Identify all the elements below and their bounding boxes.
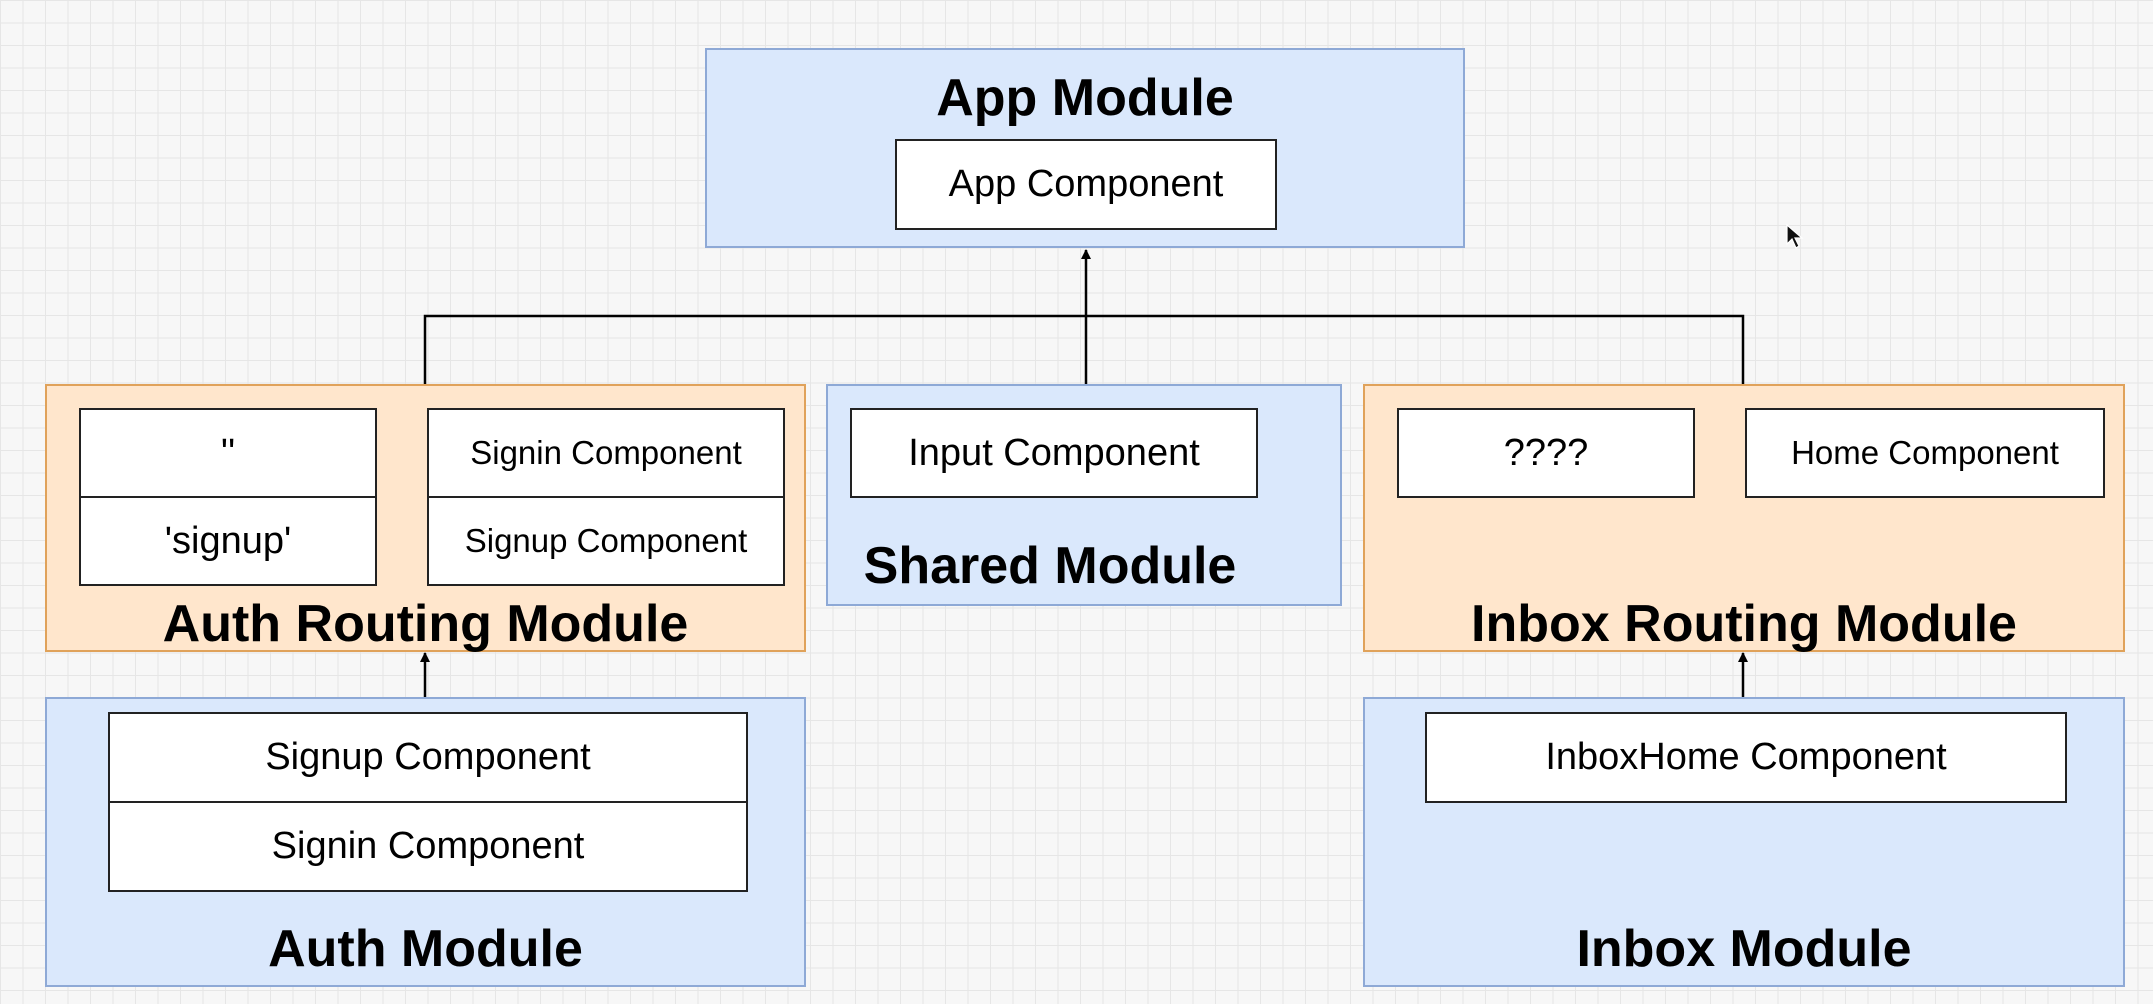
shared-module-title: Shared Module: [863, 537, 1237, 595]
route-path-signup: 'signup': [79, 496, 377, 586]
auth-routing-module: '' 'signup' Signin Component Signup Comp…: [45, 384, 806, 653]
inbox-routing-module: ???? Home Component Inbox Routing Module: [1363, 384, 2125, 653]
route-signin-component: Signin Component: [427, 408, 785, 498]
auth-signup-component: Signup Component: [108, 712, 748, 803]
auth-routing-module-title: Auth Routing Module: [162, 595, 689, 653]
route-signup-component: Signup Component: [427, 496, 785, 586]
inbox-routing-module-title: Inbox Routing Module: [1471, 595, 2017, 653]
auth-module-title: Auth Module: [268, 920, 583, 978]
inbox-module: InboxHome Component Inbox Module: [1363, 697, 2125, 987]
route-home-component: Home Component: [1745, 408, 2105, 498]
auth-module: Signup Component Signin Component Auth M…: [45, 697, 806, 987]
route-path-root: '': [79, 408, 377, 498]
app-module-title: App Module: [936, 69, 1234, 127]
shared-module: Input Component Shared Module: [826, 384, 1342, 606]
connector-auth-routing-to-app: [423, 314, 1086, 384]
app-module: App Module App Component: [705, 48, 1465, 248]
connector-inbox-routing-to-app: [1086, 314, 1745, 384]
auth-signin-component: Signin Component: [108, 801, 748, 892]
inbox-module-title: Inbox Module: [1576, 920, 1912, 978]
app-component: App Component: [895, 139, 1277, 230]
inboxhome-component: InboxHome Component: [1425, 712, 2067, 803]
route-path-unknown: ????: [1397, 408, 1695, 498]
input-component: Input Component: [850, 408, 1258, 498]
mouse-cursor-icon: [1786, 224, 1804, 249]
